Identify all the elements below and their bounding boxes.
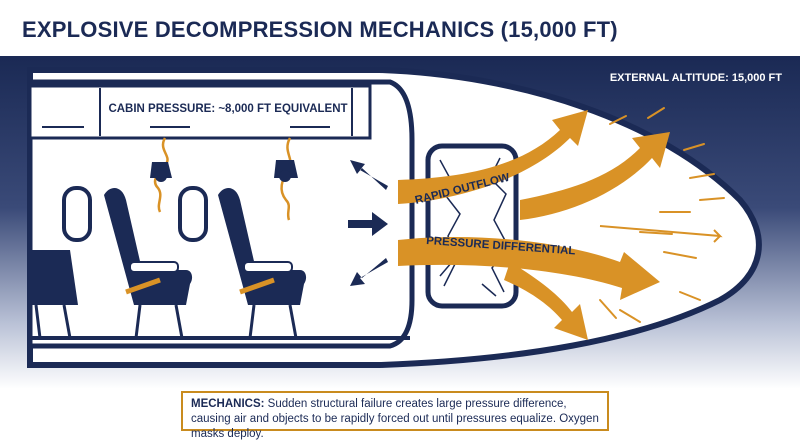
passenger-seat [30,250,78,339]
overhead-bin [28,84,372,140]
arrow-icon [350,160,388,190]
cabin-interior [27,79,415,349]
outflow-arrow [504,262,588,340]
cabin-window [62,186,92,242]
mechanics-lead: MECHANICS: [191,398,265,410]
arrow-icon [348,212,388,236]
mechanics-caption: MECHANICS: Sudden structural failure cre… [181,391,609,440]
airflow-streaks [599,107,725,323]
external-altitude-label: EXTERNAL ALTITUDE: 15,000 FT [609,72,782,84]
arrow-icon [350,258,388,286]
pressure-differential-arrow [398,236,660,300]
oxygen-mask-icon [274,137,298,221]
title-divider [0,56,800,59]
mechanics-text: Sudden structural failure creates large … [191,398,599,440]
passenger-seat [218,188,307,339]
page-title: EXPLOSIVE DECOMPRESSION MECHANICS (15,00… [22,17,618,42]
airflow-arrow [599,225,723,243]
cabin-pressure-label: CABIN PRESSURE: ~8,000 FT EQUIVALENT [108,103,347,115]
oxygen-mask-icon [150,137,172,213]
cabin-window [178,186,208,242]
rapid-outflow-arrow [398,110,588,204]
passenger-seat [104,188,193,339]
outflow-arrow [520,132,670,220]
